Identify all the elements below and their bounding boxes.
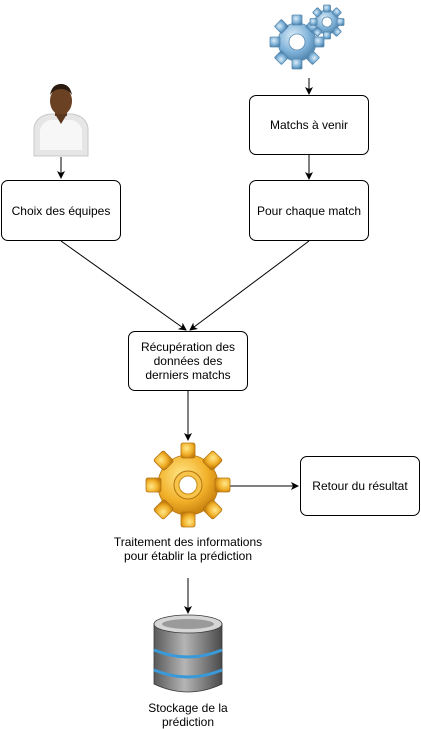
database-icon — [153, 614, 223, 693]
node-retour-resultat: Retour du résultat — [300, 456, 420, 516]
node-pour-chaque-match: Pour chaque match — [249, 180, 369, 241]
gear-icon — [145, 442, 231, 528]
edges — [57, 78, 313, 614]
node-matchs-a-venir: Matchs à venir — [249, 95, 369, 155]
node-choix-equipes-label: Choix des équipes — [11, 203, 111, 218]
node-traitement-label: Traitement des informations pour établir… — [113, 535, 263, 563]
edge-pour-to-recup — [189, 240, 310, 331]
user-icon — [33, 84, 89, 157]
node-pour-chaque-match-label: Pour chaque match — [256, 203, 362, 218]
node-retour-resultat-label: Retour du résultat — [312, 479, 408, 493]
gears-icon — [269, 4, 345, 70]
node-matchs-a-venir-label: Matchs à venir — [269, 118, 349, 132]
node-stockage-label: Stockage de la prédiction — [148, 701, 228, 729]
node-recuperation-donnees: Récupération des données des derniers ma… — [128, 331, 248, 391]
node-choix-equipes: Choix des équipes — [1, 180, 121, 241]
edge-choix-to-recup — [60, 240, 187, 331]
node-recuperation-donnees-label: Récupération des données des derniers ma… — [140, 340, 236, 382]
